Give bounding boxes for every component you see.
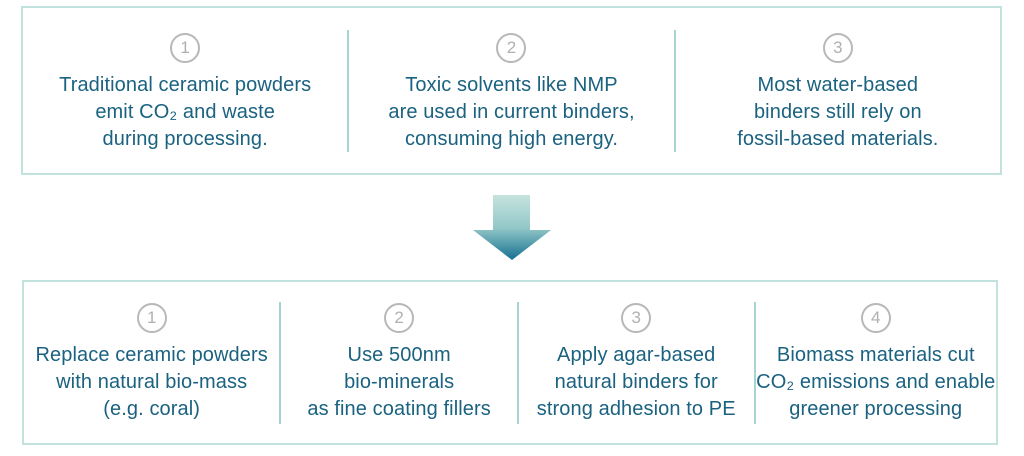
down-arrow-icon [473,195,551,260]
panel-divider [279,301,282,424]
problem-text-2: Toxic solvents like NMP are used in curr… [388,74,635,151]
panel-divider [347,29,350,152]
number-badge-2: 2 [384,303,415,333]
solution-text-2: Use 500nm bio-minerals as fine coating f… [307,344,491,421]
number-badge-3: 3 [621,303,652,333]
solution-panel-4: 4 Biomass materials cut CO₂ emissions an… [756,282,997,443]
problem-text-3: Most water-based binders still rely on f… [737,74,939,151]
number-badge-4: 4 [860,303,891,333]
solution-panel-2: 2 Use 500nm bio-minerals as fine coating… [281,282,517,443]
problem-panel-3: 3 Most water-based binders still rely on… [676,8,1000,173]
number-badge-3: 3 [822,33,853,63]
solutions-box: 1 Replace ceramic powders with natural b… [22,280,998,445]
solution-text-3: Apply agar-based natural binders for str… [536,344,736,421]
solution-panel-1: 1 Replace ceramic powders with natural b… [24,282,279,443]
problems-box: 1 Traditional ceramic powders emit CO₂ a… [21,6,1002,175]
number-badge-1: 1 [136,303,167,333]
panel-divider [673,29,676,152]
problem-text-1: Traditional ceramic powders emit CO₂ and… [59,74,312,151]
solution-text-4: Biomass materials cut CO₂ emissions and … [756,344,996,421]
solution-text-1: Replace ceramic powders with natural bio… [35,344,268,421]
panel-divider [516,301,519,424]
problem-panel-1: 1 Traditional ceramic powders emit CO₂ a… [23,8,347,173]
solution-panel-3: 3 Apply agar-based natural binders for s… [519,282,754,443]
problem-panel-2: 2 Toxic solvents like NMP are used in cu… [349,8,673,173]
number-badge-1: 1 [170,33,201,63]
number-badge-2: 2 [496,33,527,63]
panel-divider [753,301,756,424]
